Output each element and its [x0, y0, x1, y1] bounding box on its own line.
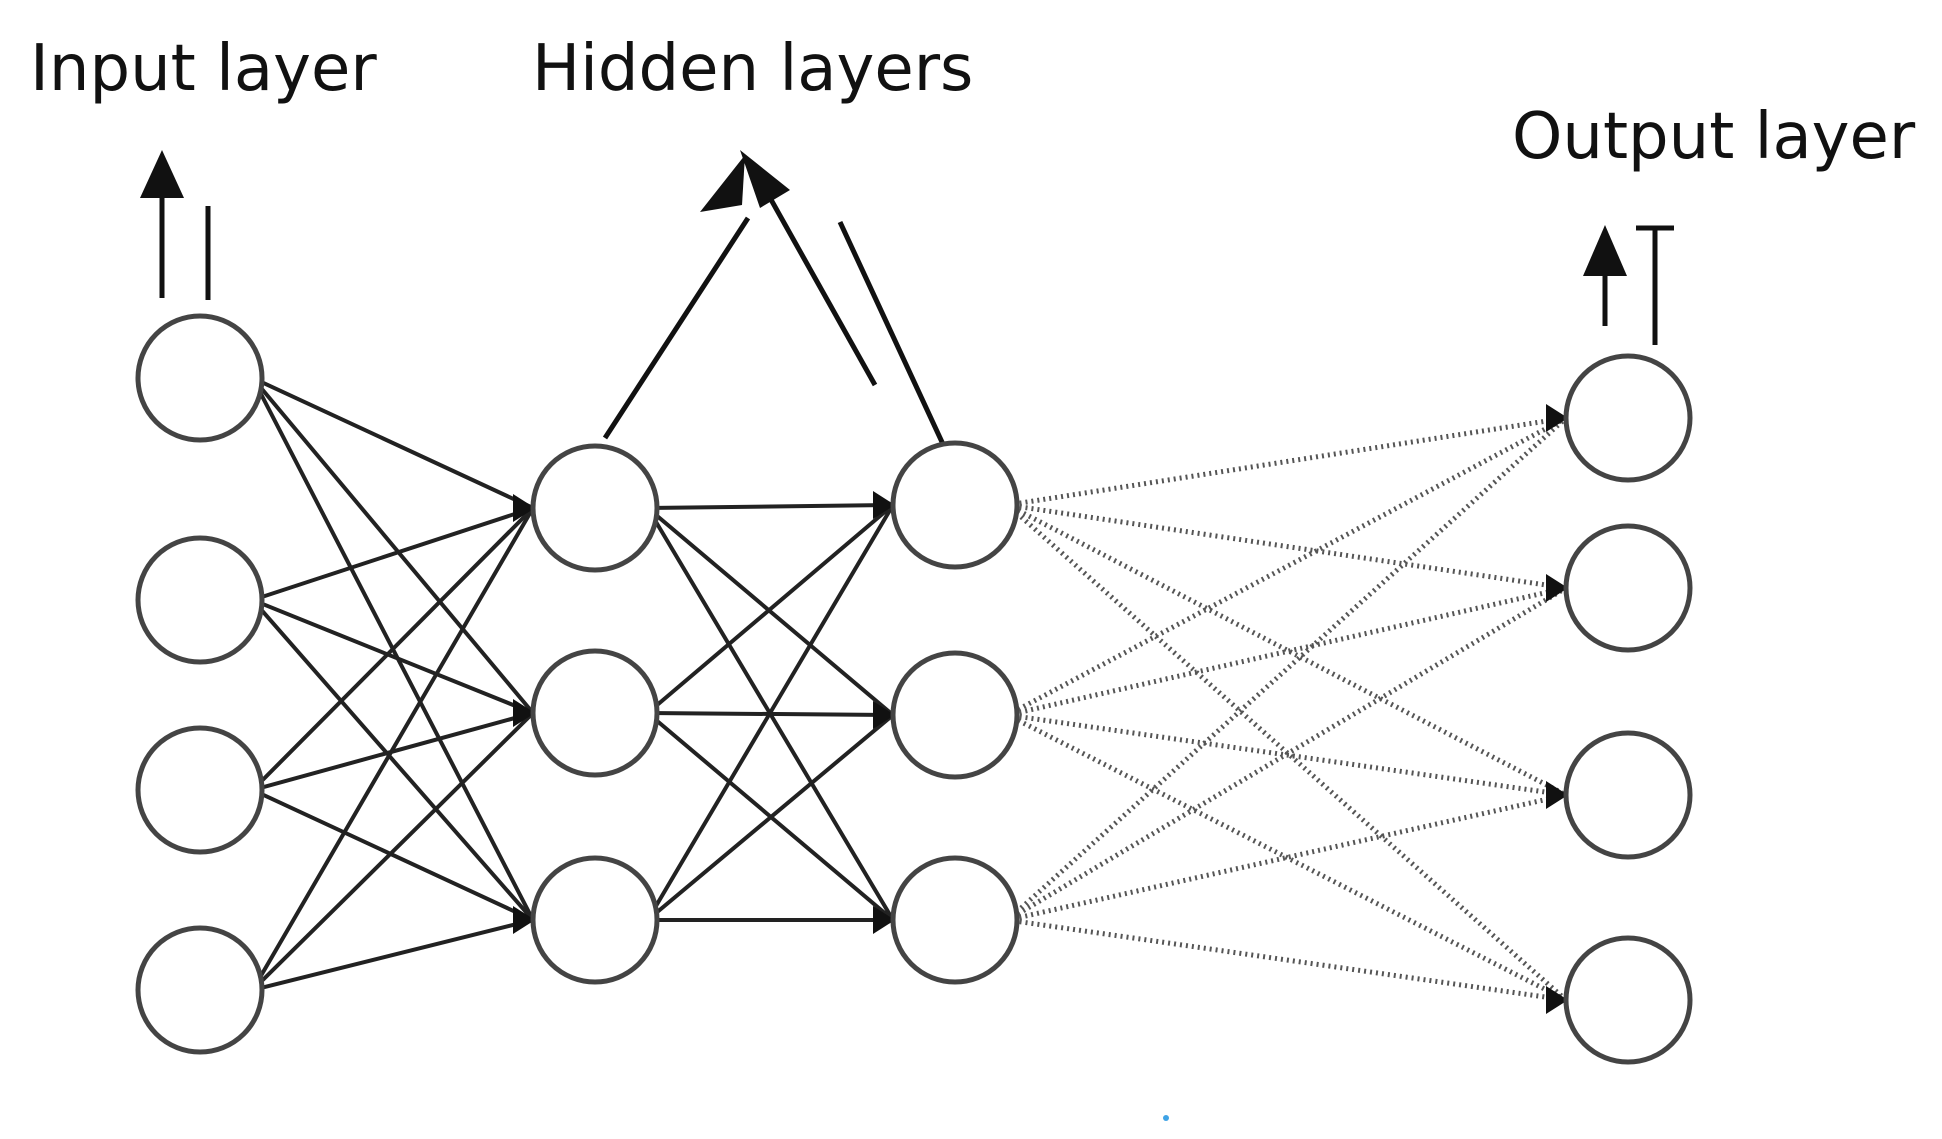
edge-arrowhead	[873, 701, 895, 729]
input-pointer-arrowhead	[140, 150, 184, 198]
edge-arrowhead	[873, 491, 895, 519]
neurons-group	[135, 313, 1693, 1065]
edge-arrowhead	[1546, 404, 1568, 432]
hidden-pointer-arrowhead-left	[700, 155, 745, 212]
connection-edge	[251, 598, 534, 715]
connection-edge	[646, 713, 895, 922]
stray-dot	[1163, 1115, 1169, 1121]
input-neuron	[135, 725, 265, 855]
edge-arrowhead	[1546, 986, 1568, 1014]
connection-edge	[1006, 416, 1568, 922]
label-pointers-group	[140, 150, 1674, 457]
input-layer-label: Input layer	[30, 32, 377, 106]
hidden-1-neuron	[530, 443, 660, 573]
connection-edge	[251, 711, 535, 992]
connection-edge	[251, 506, 535, 792]
output-neuron	[1563, 353, 1693, 483]
hidden-2-neuron	[890, 440, 1020, 570]
input-neuron	[135, 535, 265, 665]
connection-edge	[1007, 502, 1567, 591]
connection-edge	[1007, 917, 1567, 1003]
edge-arrowhead	[1546, 574, 1568, 602]
connection-edge	[250, 506, 535, 992]
input-neuron	[135, 313, 265, 443]
connections-group	[250, 376, 1568, 1014]
output-neuron	[1563, 935, 1693, 1065]
connection-edge	[646, 503, 895, 715]
connection-edge	[1006, 712, 1568, 1003]
connection-edge	[251, 788, 534, 922]
hidden-pointer-line-2	[837, 220, 951, 457]
hidden-2-neuron	[890, 650, 1020, 780]
input-neuron	[135, 925, 265, 1055]
hidden-pointer-arrow	[757, 178, 878, 387]
connection-edge	[251, 376, 534, 510]
hidden-layers-label: Hidden layers	[532, 32, 973, 106]
output-neuron	[1563, 730, 1693, 860]
hidden-1-neuron	[530, 648, 660, 778]
connection-edge	[645, 503, 895, 922]
connection-edge	[1007, 415, 1567, 508]
connection-edge	[252, 918, 534, 992]
edge-arrowhead	[513, 906, 535, 934]
connection-edge	[252, 506, 534, 602]
connection-edge	[251, 598, 535, 922]
edge-arrowhead	[513, 699, 535, 727]
hidden-pointer-line-1	[602, 216, 751, 440]
edge-arrowhead	[873, 906, 895, 934]
connection-edge	[1007, 585, 1567, 718]
output-layer-label: Output layer	[1512, 100, 1916, 174]
hidden-1-neuron	[530, 855, 660, 985]
hidden-2-neuron	[890, 855, 1020, 985]
connection-edge	[647, 503, 894, 510]
output-pointer-arrowhead	[1583, 225, 1627, 276]
hidden-pointer-arrowhead-right	[740, 150, 790, 208]
connection-edge	[251, 376, 535, 715]
edge-arrowhead	[513, 494, 535, 522]
output-neuron	[1563, 523, 1693, 653]
edge-arrowhead	[1546, 781, 1568, 809]
connection-edge	[1006, 585, 1568, 923]
